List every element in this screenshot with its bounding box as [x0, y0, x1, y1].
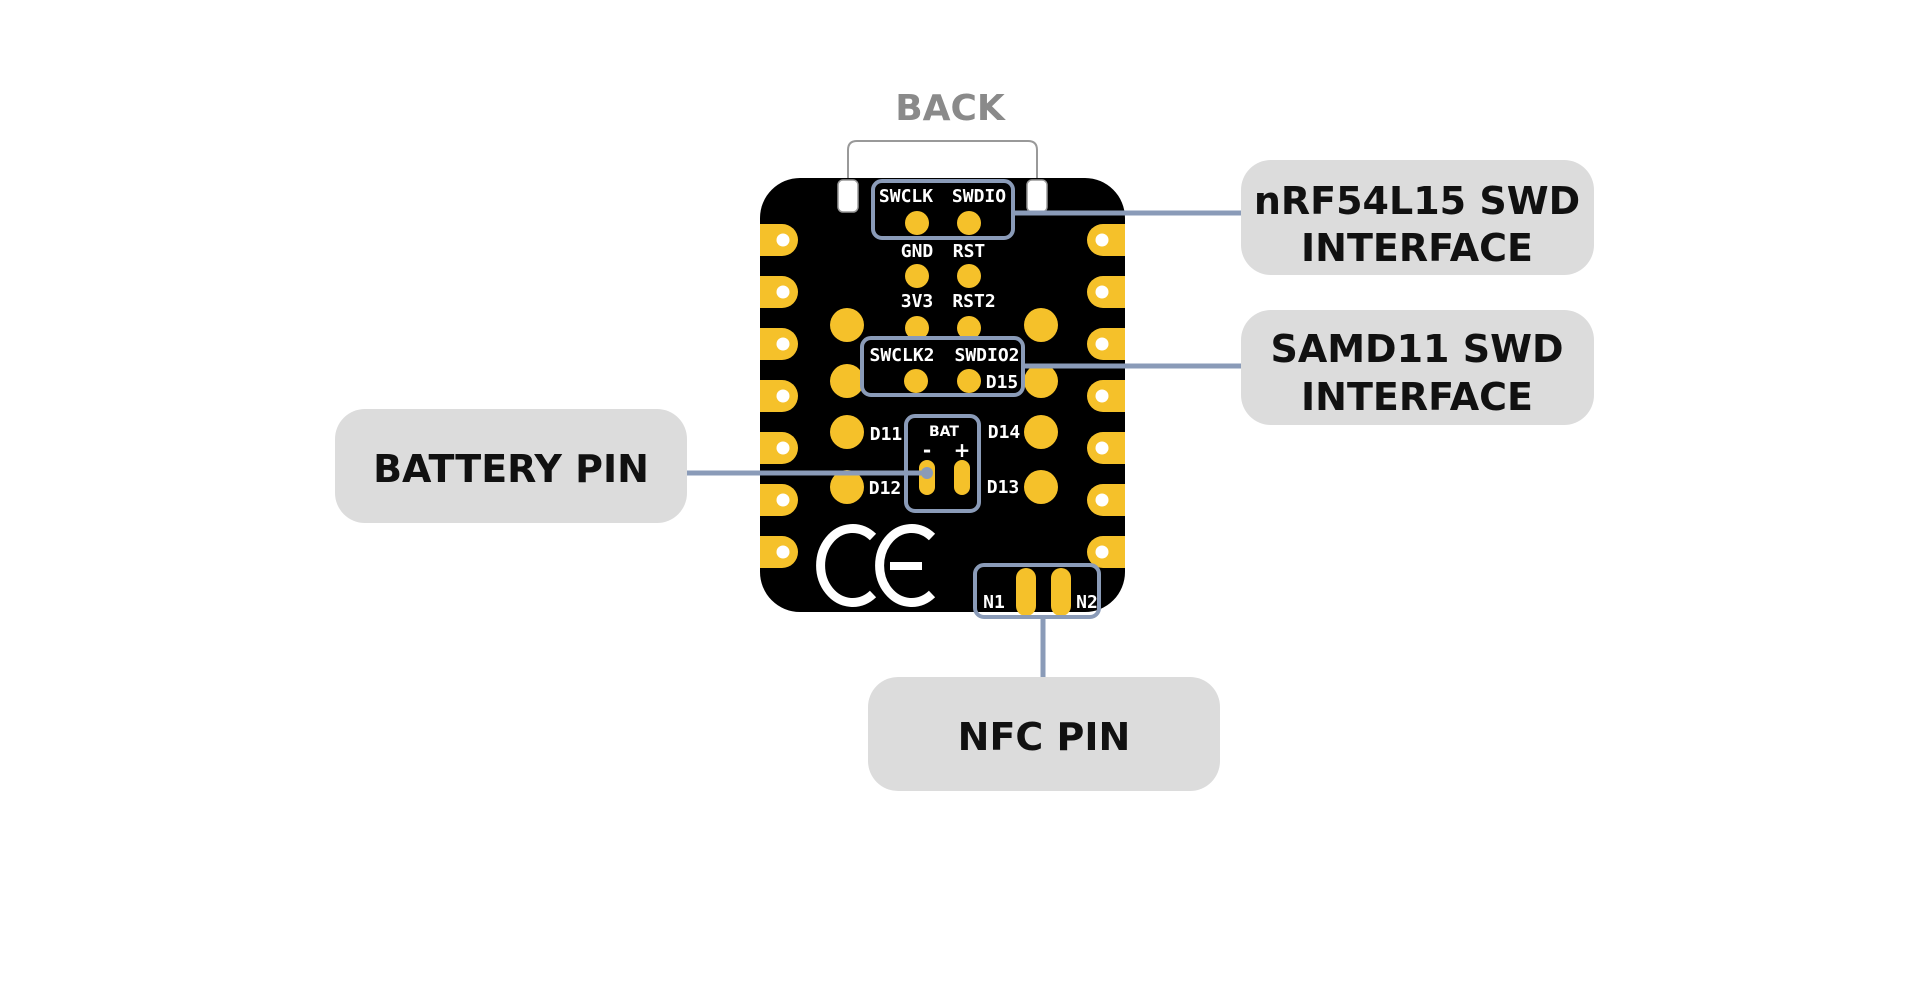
castellated-pad — [760, 224, 798, 256]
silk-swdio2: SWDIO2 — [954, 345, 1019, 366]
silk-bat: BAT — [929, 424, 959, 440]
diagram-title: BACK — [895, 88, 1006, 129]
silk-swclk2: SWCLK2 — [869, 345, 934, 366]
castellated-pad — [1087, 432, 1125, 464]
silk-d13: D13 — [987, 477, 1020, 498]
pad-swdio2 — [957, 369, 981, 393]
pad-nfc-n2 — [1051, 568, 1071, 616]
silk-d11: D11 — [870, 424, 903, 445]
pad-d12 — [830, 470, 864, 504]
pad-d15 — [1024, 364, 1058, 398]
pad-large-right-top — [1024, 308, 1058, 342]
callout-samd-swd — [1241, 310, 1594, 425]
silk-swclk: SWCLK — [879, 186, 933, 207]
silk-d12: D12 — [869, 478, 902, 499]
castellated-pad — [1087, 536, 1125, 568]
pad-nfc-n1 — [1016, 568, 1036, 616]
silk-d15: D15 — [986, 372, 1019, 393]
castellated-pad — [1087, 224, 1125, 256]
pad-gnd — [905, 264, 929, 288]
silk-gnd: GND — [901, 241, 934, 262]
castellated-pad — [760, 328, 798, 360]
usb-tab-right — [1026, 179, 1048, 213]
pad-d14 — [1024, 415, 1058, 449]
silk-n1: N1 — [983, 592, 1005, 613]
silk-n2: N2 — [1076, 592, 1098, 613]
pad-swclk2 — [904, 369, 928, 393]
pad-swdio — [957, 211, 981, 235]
callout-nrf-swd — [1241, 160, 1594, 275]
castellated-pad — [760, 484, 798, 516]
silk-d14: D14 — [988, 422, 1021, 443]
pad-rst — [957, 264, 981, 288]
usb-tab-left — [837, 179, 859, 213]
castellated-pad — [760, 380, 798, 412]
pad-d13 — [1024, 470, 1058, 504]
pad-bat-plus — [954, 460, 970, 495]
callout-nrf-swd-line1: nRF54L15 SWD — [1254, 179, 1580, 223]
pad-rst2 — [957, 316, 981, 340]
callout-battery-label: BATTERY PIN — [373, 447, 649, 491]
castellated-pad — [1087, 484, 1125, 516]
pad-3v3 — [905, 316, 929, 340]
silk-bat-plus: + — [954, 438, 971, 462]
pad-swclk — [905, 211, 929, 235]
callout-samd-swd-line2: INTERFACE — [1301, 375, 1533, 419]
highlight-nfc — [973, 563, 1101, 619]
pad-large-left-mid — [830, 364, 864, 398]
castellated-pad — [760, 276, 798, 308]
callout-samd-swd-line1: SAMD11 SWD — [1270, 327, 1563, 371]
leader-battery-dot — [921, 467, 933, 479]
castellated-pad — [1087, 276, 1125, 308]
castellated-pad — [760, 536, 798, 568]
silk-bat-minus: - — [923, 438, 931, 462]
pad-d11 — [830, 415, 864, 449]
highlight-battery — [904, 414, 981, 513]
callout-battery — [335, 409, 687, 523]
silk-swdio: SWDIO — [952, 186, 1006, 207]
right-castellated-pads — [1087, 224, 1125, 568]
castellated-pad — [1087, 380, 1125, 412]
left-castellated-pads — [760, 224, 798, 568]
pad-large-left-top — [830, 308, 864, 342]
silk-rst2: RST2 — [952, 291, 995, 312]
silk-rst: RST — [953, 241, 986, 262]
castellated-pad — [760, 432, 798, 464]
castellated-pad — [1087, 328, 1125, 360]
callout-nfc — [868, 677, 1220, 791]
highlight-nrf-swd — [871, 179, 1015, 240]
callout-nfc-label: NFC PIN — [958, 715, 1131, 759]
silk-3v3: 3V3 — [901, 291, 934, 312]
callout-nrf-swd-line2: INTERFACE — [1301, 226, 1533, 270]
ce-mark-logo — [816, 524, 936, 607]
